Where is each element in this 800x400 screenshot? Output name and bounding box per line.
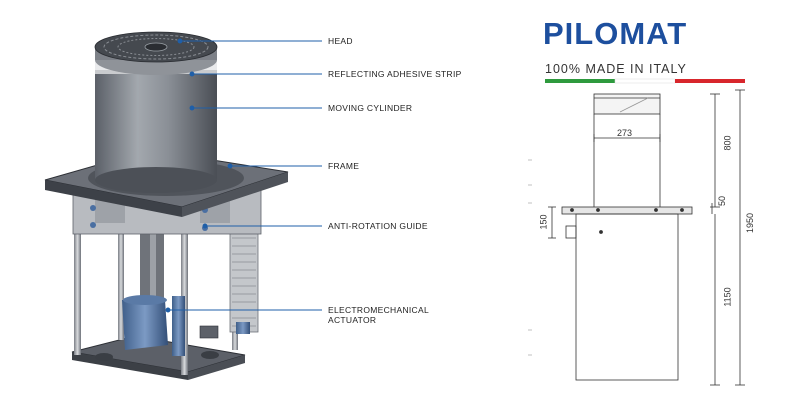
brand-logo: PILOMAT: [543, 16, 688, 51]
actuator-body: [122, 232, 185, 356]
dim-collar: 50: [717, 195, 728, 207]
label-reflecting-strip: REFLECTING ADHESIVE STRIP: [328, 69, 462, 79]
dim-below-ground: 1150: [722, 287, 733, 307]
label-actuator-line2: ACTUATOR: [328, 315, 377, 325]
dim-flange: 150: [538, 214, 549, 230]
brand-tagline: 100% MADE IN ITALY: [545, 62, 687, 76]
label-moving-cylinder: MOVING CYLINDER: [328, 103, 413, 113]
label-actuator-line1: ELECTROMECHANICAL: [328, 305, 429, 315]
italian-flag-bars: [545, 78, 745, 84]
label-frame: FRAME: [328, 161, 360, 171]
bollard-head: [94, 31, 218, 75]
label-head: HEAD: [328, 36, 353, 46]
label-anti-rotation-guide: ANTI-ROTATION GUIDE: [328, 221, 428, 231]
dim-above-ground: 800: [722, 135, 733, 151]
base-plate: [71, 325, 246, 380]
callout-leaders: [165, 38, 322, 313]
moving-cylinder: [95, 60, 217, 193]
dim-width: 273: [617, 128, 633, 138]
technical-drawing: [528, 89, 745, 386]
dim-total: 1950: [745, 212, 756, 234]
